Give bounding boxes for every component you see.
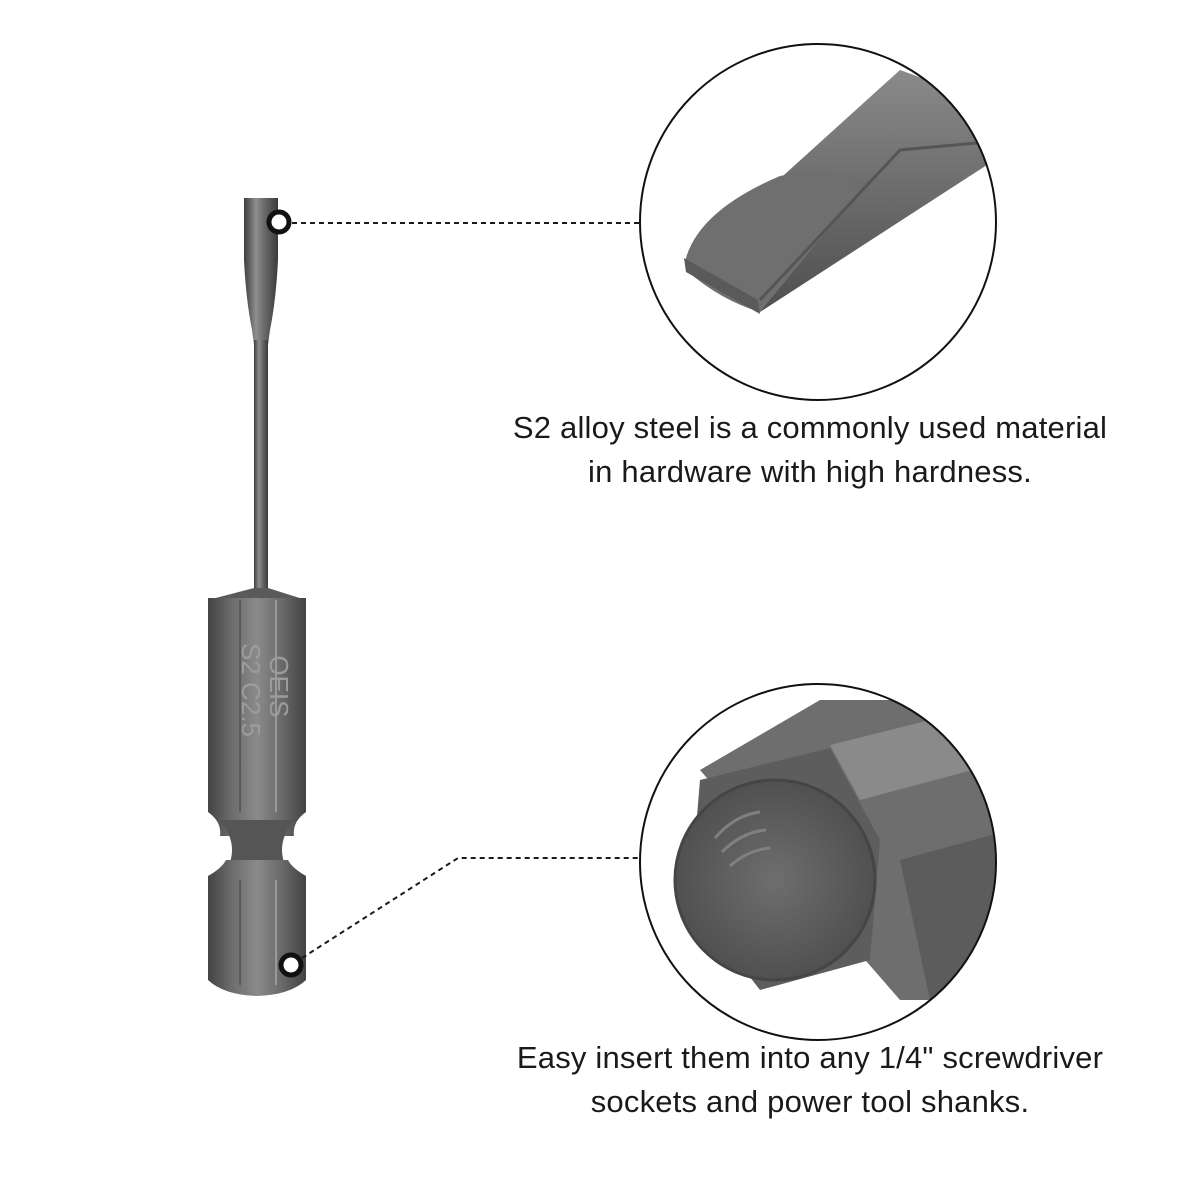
caption-compatibility: Easy insert them into any 1/4" screwdriv… [440,1036,1180,1124]
callout-dot-hex [278,952,304,978]
leader-line-bottom [301,857,640,959]
caption-material-line2: in hardware with high hardness. [588,454,1032,489]
callout-dot-tip [266,209,292,235]
shank-marking: OEIS S2 C2.5 [236,643,294,737]
zoom-circle-hex [639,683,997,1041]
caption-compatibility-line1: Easy insert them into any 1/4" screwdriv… [516,1040,1104,1075]
bit-tip [244,198,278,345]
bit-hex-upper [208,598,306,836]
caption-material-line1: S2 alloy steel is a commonly used materi… [512,410,1108,445]
bit-shaft [254,340,268,592]
zoom-circle-tip [639,43,997,401]
caption-compatibility-line2: sockets and power tool shanks. [590,1084,1030,1119]
caption-material: S2 alloy steel is a commonly used materi… [440,406,1180,494]
screwdriver-bit: OEIS S2 C2.5 [208,198,306,996]
bit-taper [208,588,306,600]
